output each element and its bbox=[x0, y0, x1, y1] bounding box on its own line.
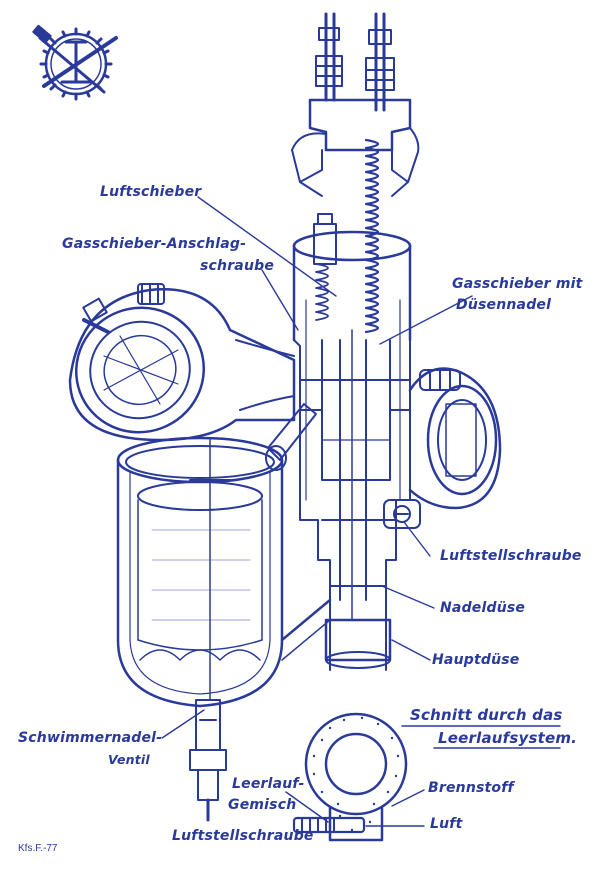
throttle-spring bbox=[364, 138, 380, 334]
slide-stop-screw bbox=[265, 403, 317, 471]
air-adjust-screw bbox=[383, 499, 421, 529]
control-cables bbox=[315, 12, 395, 112]
label-luftstellschraube-bottom: Luftstellschraube bbox=[172, 828, 314, 844]
label-luft: Luft bbox=[430, 816, 463, 832]
label-gasschieber-anschlag-line2: schraube bbox=[200, 258, 275, 274]
label-hauptduese: Hauptdüse bbox=[432, 652, 520, 668]
intake-ring bbox=[408, 367, 502, 510]
top-cap bbox=[291, 98, 420, 197]
label-gasschieber-mit-line1: Gasschieber mit bbox=[452, 276, 583, 292]
float-bowl bbox=[116, 436, 332, 708]
label-schnitt-line2: Leerlaufsystem. bbox=[438, 729, 578, 747]
label-gasschieber-anschlag-line1: Gasschieber-Anschlag- bbox=[62, 236, 247, 252]
air-slide-rod bbox=[313, 213, 337, 321]
label-schwimmernadel-line2: Ventil bbox=[108, 752, 150, 767]
carburetor-body bbox=[292, 230, 412, 671]
label-brennstoff: Brennstoff bbox=[428, 780, 514, 796]
label-leerlauf-line1: Leerlauf- bbox=[232, 776, 305, 792]
label-nadelduese: Nadeldüse bbox=[440, 600, 526, 616]
figure-code: Kfs.F.-77 bbox=[18, 843, 58, 854]
gear-hammer-sword-emblem-icon bbox=[32, 24, 118, 101]
label-schwimmernadel-line1: Schwimmernadel- bbox=[18, 730, 163, 746]
float-needle-valve bbox=[189, 699, 227, 822]
label-schnitt-line1: Schnitt durch das bbox=[410, 706, 563, 724]
label-luftstellschraube-main: Luftstellschraube bbox=[440, 548, 582, 564]
label-gasschieber-mit-line2: Düsennadel bbox=[456, 297, 552, 313]
idle-system-section bbox=[292, 712, 408, 842]
leader-lines bbox=[161, 196, 561, 827]
cover-housing bbox=[68, 283, 296, 442]
label-luftschieber: Luftschieber bbox=[100, 184, 202, 200]
label-leerlauf-line2: Gemisch bbox=[228, 797, 297, 813]
